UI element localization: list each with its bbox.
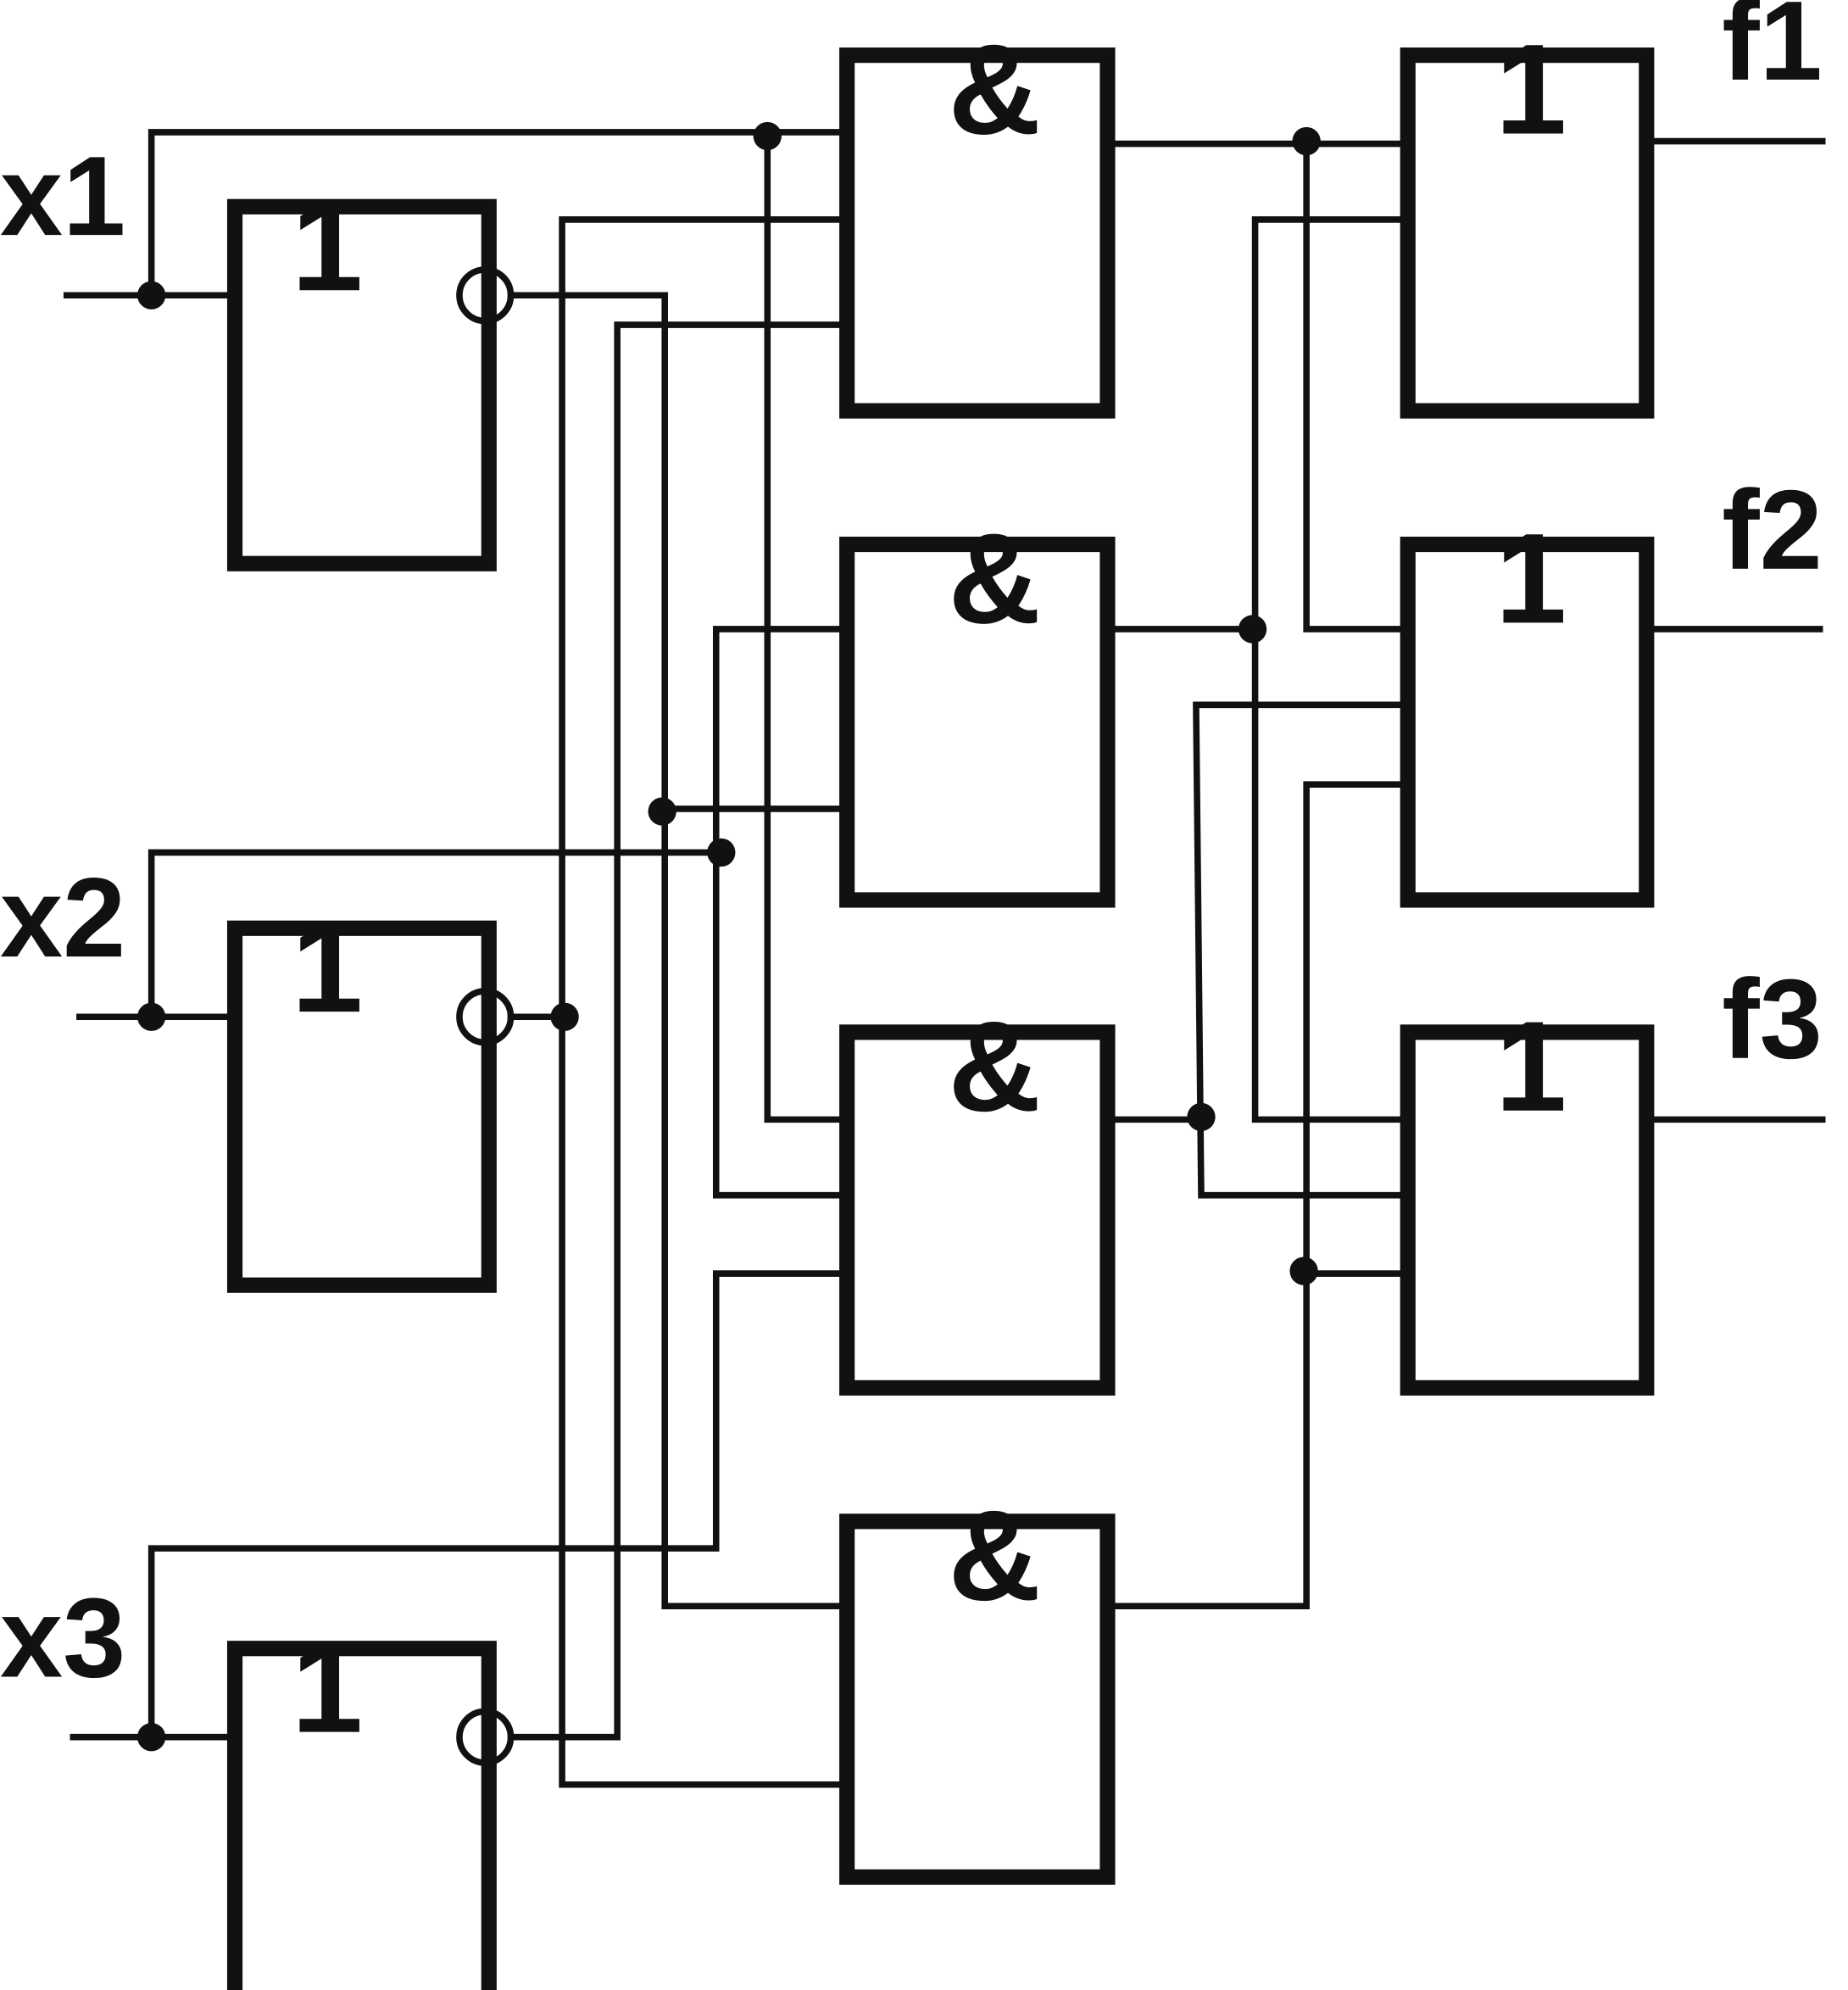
- wire-x1-to-and3: [764, 129, 850, 1123]
- wire-and1-to-or2: [1303, 140, 1401, 633]
- wire-x1-bus: [148, 129, 850, 299]
- junction-and2-out: [1238, 615, 1267, 644]
- and-gate-1-label: &: [949, 18, 1041, 161]
- inverter-gate-x3-label: 1: [292, 1617, 363, 1760]
- wire-x3-to-and3: [148, 1270, 850, 1741]
- junction-x2: [136, 1002, 166, 1031]
- or-gate-f1-label: 1: [1495, 18, 1567, 161]
- and-gate-3: &: [839, 995, 1116, 1396]
- input-label-x3: x3: [0, 1575, 125, 1702]
- input-label-x2: x2: [0, 855, 125, 981]
- inverter-gate-x1-label: 1: [292, 175, 363, 318]
- wire-x2-bus: [148, 849, 725, 1021]
- or-gate-f3-label: 1: [1495, 995, 1567, 1139]
- wire-x2-to-and2-and3: [712, 626, 850, 1199]
- input-label-x1: x1: [0, 133, 125, 259]
- and-gate-4-label: &: [949, 1485, 1041, 1628]
- junction-and1-out: [1292, 126, 1321, 156]
- junction-x2-bus: [707, 838, 736, 867]
- junction-not-x2: [550, 1002, 579, 1031]
- output-label-f1: f1: [1722, 0, 1822, 104]
- junction-and4-out: [1289, 1257, 1318, 1285]
- wire-not-x1: [507, 292, 850, 1610]
- and-gate-2-label: &: [949, 507, 1041, 650]
- junction-x1: [136, 281, 166, 309]
- or-gate-f1: 1: [1400, 18, 1655, 419]
- inverter-gate-x2-label: 1: [292, 896, 363, 1040]
- junction-x1-bus: [753, 121, 782, 151]
- junction-and3-out: [1187, 1102, 1216, 1132]
- inverter-gate-x3: 1: [226, 1617, 497, 1990]
- and-gate-2: &: [839, 507, 1116, 908]
- and-gate-4: &: [839, 1485, 1116, 1885]
- wire-and4-out: [1104, 781, 1401, 1610]
- output-label-f2: f2: [1722, 467, 1822, 594]
- output-label-f3: f3: [1722, 956, 1822, 1083]
- inverter-gate-x2: 1: [226, 896, 497, 1293]
- junction-x3: [136, 1723, 166, 1752]
- wire-and2-to-or1-or3: [1251, 216, 1401, 1123]
- wire-not-x3: [507, 321, 850, 1741]
- or-gate-f2-label: 1: [1495, 507, 1567, 650]
- or-gate-f2: 1: [1400, 507, 1655, 908]
- and-gate-3-label: &: [949, 995, 1041, 1139]
- inverter-gate-x1: 1: [226, 175, 497, 571]
- junction-not-x1: [648, 797, 676, 826]
- and-gate-1: &: [839, 18, 1116, 419]
- wire-and3-to-or2-or3: [1193, 701, 1401, 1199]
- wire-not-x2: [559, 216, 850, 1788]
- or-gate-f3: 1: [1400, 995, 1655, 1396]
